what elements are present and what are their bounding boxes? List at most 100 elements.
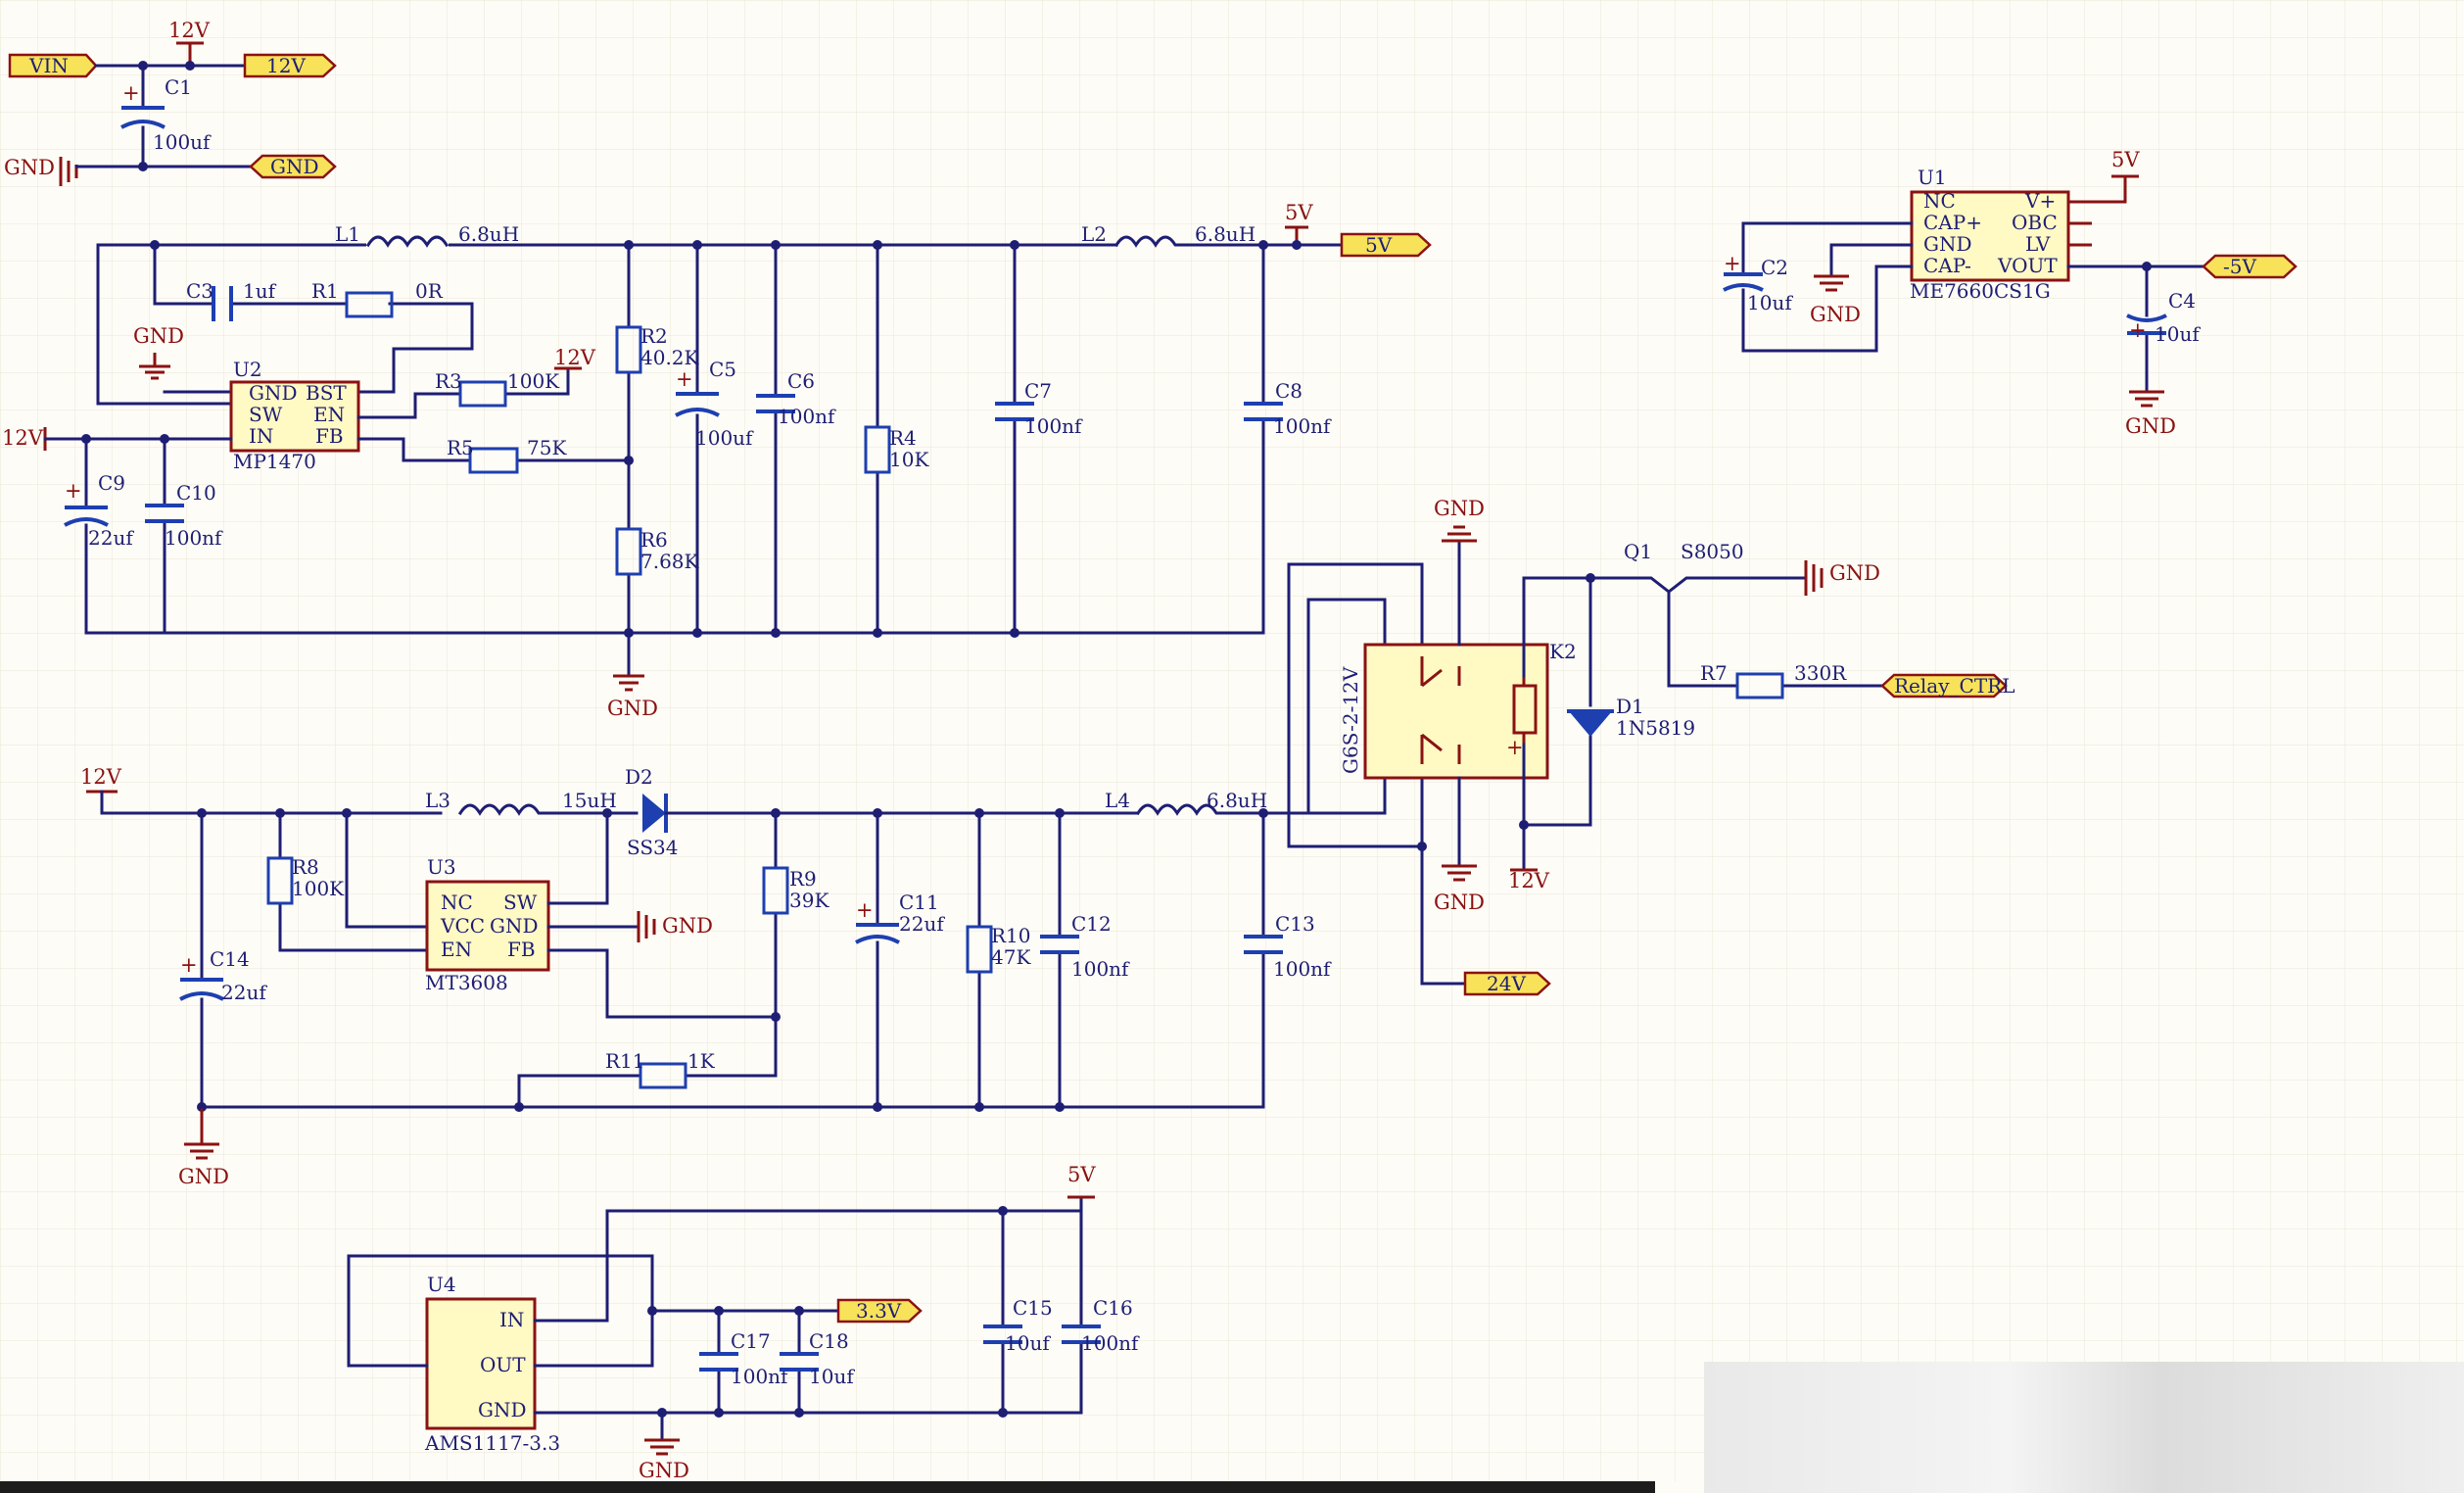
l2-value: 6.8uH xyxy=(1195,222,1256,246)
u4-pin-out: OUT xyxy=(480,1353,526,1376)
gnd-q1-label: GND xyxy=(1829,561,1880,585)
port-5v-buck[interactable] xyxy=(1340,232,1432,258)
ldo-ams1117: U4 AMS1117-3.3 IN OUT GND 5V 3.3V GND C1… xyxy=(347,1163,1140,1482)
c4-value: 10uf xyxy=(2155,322,2201,346)
port-vin[interactable] xyxy=(8,53,98,78)
r11-value: 1K xyxy=(687,1049,716,1073)
c5-ref: C5 xyxy=(709,358,736,381)
d2-symbol xyxy=(642,794,666,833)
r5-value: 75K xyxy=(527,436,567,459)
svg-text:+: + xyxy=(2129,318,2147,342)
u3-pin-nc: NC xyxy=(441,891,473,914)
r11-ref: R11 xyxy=(605,1049,645,1073)
port-gnd-top[interactable] xyxy=(249,154,337,179)
port-12v-top-label: 12V xyxy=(266,54,306,77)
c9-ref: C9 xyxy=(98,471,125,495)
r1-ref: R1 xyxy=(311,279,339,303)
r9-ref: R9 xyxy=(789,867,817,891)
port-24v-label: 24V xyxy=(1487,972,1526,995)
l3-value: 15uH xyxy=(562,789,617,812)
c3-value: 1uf xyxy=(243,279,277,303)
u2-part: MP1470 xyxy=(233,450,316,473)
power-12v-relay: 12V xyxy=(1508,869,1550,892)
u3-pin-en: EN xyxy=(441,938,472,961)
c11-ref: C11 xyxy=(899,891,939,914)
c4-ref: C4 xyxy=(2168,289,2196,313)
c11-value: 22uf xyxy=(899,912,945,936)
k2-body xyxy=(1363,643,1549,780)
port-3v3[interactable] xyxy=(836,1298,923,1324)
r7-value: 330R xyxy=(1794,661,1847,685)
u3-part: MT3608 xyxy=(425,971,508,994)
c15-ref: C15 xyxy=(1013,1296,1053,1320)
d1-ref: D1 xyxy=(1616,695,1644,718)
port-relay-ctrl[interactable] xyxy=(1880,673,2008,698)
gnd-u1-label: GND xyxy=(1810,303,1861,326)
u2-ref: U2 xyxy=(233,358,262,381)
charge-pump-me7660: U1 ME7660CS1G NC CAP+ GND CAP- V+ OBC LV… xyxy=(1723,148,2298,438)
gnd-k2-top-label: GND xyxy=(1434,497,1485,520)
c9-value: 22uf xyxy=(88,526,134,550)
r4-ref: R4 xyxy=(889,426,917,450)
port-relay-ctrl-label: Relay_CTRL xyxy=(1894,674,2015,698)
u1-pin-capn: CAP- xyxy=(1923,254,1971,277)
c14-value: 22uf xyxy=(221,981,267,1004)
c13-value: 100nf xyxy=(1273,957,1332,981)
k2-ref: K2 xyxy=(1549,640,1577,663)
l4-ref: L4 xyxy=(1105,789,1130,812)
u3-body xyxy=(425,880,550,972)
gnd-c14-label: GND xyxy=(178,1165,229,1188)
r6-ref: R6 xyxy=(640,528,668,552)
r6-value: 7.68K xyxy=(640,550,700,573)
port-5v-buck-label: 5V xyxy=(1365,233,1393,257)
u3-pin-gnd: GND xyxy=(490,914,539,938)
l2-ref: L2 xyxy=(1081,222,1107,246)
c3-ref: C3 xyxy=(186,279,213,303)
d1-value: 1N5819 xyxy=(1616,716,1695,740)
svg-text:+: + xyxy=(676,367,693,391)
port-neg5v[interactable] xyxy=(2202,254,2298,279)
d1-symbol xyxy=(1569,711,1612,737)
c16-ref: C16 xyxy=(1093,1296,1133,1320)
r8-ref: R8 xyxy=(292,855,319,879)
u4-body xyxy=(425,1297,537,1430)
u1-pin-gnd: GND xyxy=(1923,232,1972,256)
u2-pin-in: IN xyxy=(249,424,273,448)
u1-pin-lv: LV xyxy=(2025,232,2051,256)
r2-value: 40.2K xyxy=(640,346,700,369)
r7-ref: R7 xyxy=(1700,661,1728,685)
svg-text:+: + xyxy=(1724,252,1741,275)
c8-value: 100nf xyxy=(1273,414,1332,438)
u4-ref: U4 xyxy=(427,1273,456,1296)
gnd-left-label: GND xyxy=(4,156,55,179)
gnd-u4-label: GND xyxy=(639,1459,689,1481)
u1-pin-vplus: V+ xyxy=(2024,189,2056,213)
q1-value: S8050 xyxy=(1681,540,1744,563)
c18-ref: C18 xyxy=(809,1329,849,1353)
svg-text:+: + xyxy=(1506,736,1524,759)
port-vin-label: VIN xyxy=(28,54,69,77)
power-5v-ldo: 5V xyxy=(1067,1163,1096,1186)
input-section: VIN 12V 12V + C1 100uf GND GND xyxy=(4,19,337,186)
u3-pin-vcc: VCC xyxy=(440,914,485,938)
u1-pin-nc: NC xyxy=(1923,189,1956,213)
c15-value: 10uf xyxy=(1005,1331,1051,1355)
c18-value: 10uf xyxy=(809,1365,855,1388)
u2-body xyxy=(229,380,360,453)
power-12v-u2: 12V xyxy=(2,426,44,450)
r10-value: 47K xyxy=(991,945,1031,969)
c2-value: 10uf xyxy=(1747,291,1793,314)
q1-ref: Q1 xyxy=(1624,540,1652,563)
power-12v-r3: 12V xyxy=(554,346,596,369)
power-12v-top: 12V xyxy=(168,19,211,42)
port-12v-top[interactable] xyxy=(243,53,337,78)
boost-converter-mt3608: 12V L3 15uH D2 SS34 L4 6.8uH + C14 22uf … xyxy=(80,765,1332,1188)
port-24v[interactable] xyxy=(1463,971,1551,996)
r4-value: 10K xyxy=(889,448,929,471)
u2-pin-bst: BST xyxy=(306,381,347,405)
u2-pin-sw: SW xyxy=(249,403,283,426)
port-3v3-label: 3.3V xyxy=(856,1299,902,1323)
u3-pin-sw: SW xyxy=(503,891,538,914)
r3-value: 100K xyxy=(507,369,560,393)
